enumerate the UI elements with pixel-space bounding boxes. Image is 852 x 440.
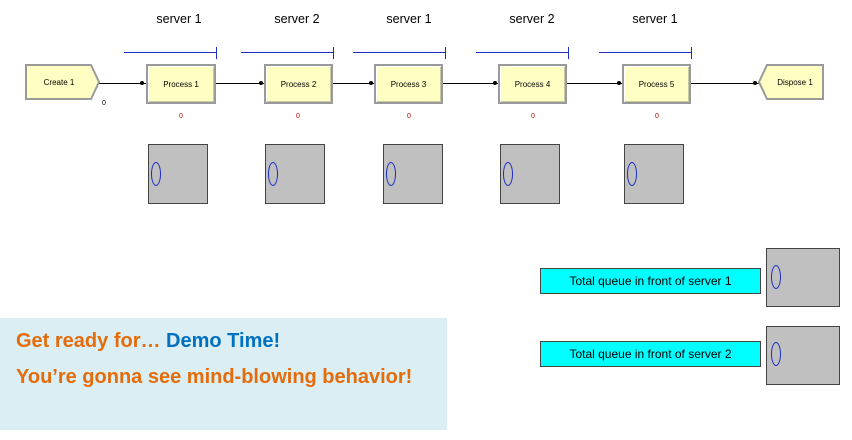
level-indicator-icon [627,162,637,186]
process-counter-3: 0 [407,113,411,120]
connector-dot [753,81,757,85]
create-module[interactable] [25,64,100,100]
connector-3[interactable] [331,83,374,84]
process-counter-5: 0 [655,113,659,120]
banner-line-2: You’re gonna see mind-blowing behavior! [16,366,413,388]
queue-plot-5[interactable] [624,144,684,204]
queue-line-1[interactable] [124,47,217,59]
total-queue-plot-server-2[interactable] [766,326,840,385]
banner-prefix: Get ready for… [16,330,167,352]
connector-dot [259,81,263,85]
dispose-module[interactable] [758,64,824,100]
queue-line-2[interactable] [241,47,334,59]
total-queue-label-server-1[interactable]: Total queue in front of server 1 [540,268,761,294]
level-indicator-icon [268,162,278,186]
level-indicator-icon [771,342,781,366]
create-counter: 0 [102,100,106,107]
process-module-3[interactable]: Process 3 [374,64,443,104]
total-queue-label-server-2[interactable]: Total queue in front of server 2 [540,341,761,367]
queue-line-4[interactable] [476,47,569,59]
process-counter-2: 0 [296,113,300,120]
server-label-1: server 1 [156,12,202,26]
banner-line-1: Get ready for… Demo Time! [16,330,280,353]
connector-dot [493,81,497,85]
level-indicator-icon [503,162,513,186]
server-label-4: server 2 [509,12,555,26]
connector-2[interactable] [214,83,264,84]
queue-line-3[interactable] [353,47,446,59]
process-counter-4: 0 [531,113,535,120]
demo-banner: Get ready for… Demo Time! You’re gonna s… [0,318,447,430]
process-module-2[interactable]: Process 2 [264,64,333,104]
total-queue-plot-server-1[interactable] [766,248,840,307]
connector-1[interactable] [99,83,146,84]
queue-plot-4[interactable] [500,144,560,204]
process-counter-1: 0 [179,113,183,120]
connector-5[interactable] [565,83,622,84]
create-label: Create 1 [43,77,75,87]
process-module-4[interactable]: Process 4 [498,64,567,104]
process-module-1[interactable]: Process 1 [146,64,216,104]
level-indicator-icon [386,162,396,186]
server-label-2: server 2 [274,12,320,26]
level-indicator-icon [771,265,781,289]
queue-plot-1[interactable] [148,144,208,204]
queue-plot-2[interactable] [265,144,325,204]
server-label-5: server 1 [632,12,678,26]
connector-dot [369,81,373,85]
queue-line-5[interactable] [599,47,692,59]
queue-plot-3[interactable] [383,144,443,204]
level-indicator-icon [151,162,161,186]
connector-6[interactable] [689,83,759,84]
process-module-5[interactable]: Process 5 [622,64,691,104]
connector-dot [140,81,144,85]
connector-dot [617,81,621,85]
server-label-3: server 1 [386,12,432,26]
banner-highlight: Demo Time! [166,330,281,352]
dispose-label: Dispose 1 [777,77,813,87]
connector-4[interactable] [441,83,498,84]
